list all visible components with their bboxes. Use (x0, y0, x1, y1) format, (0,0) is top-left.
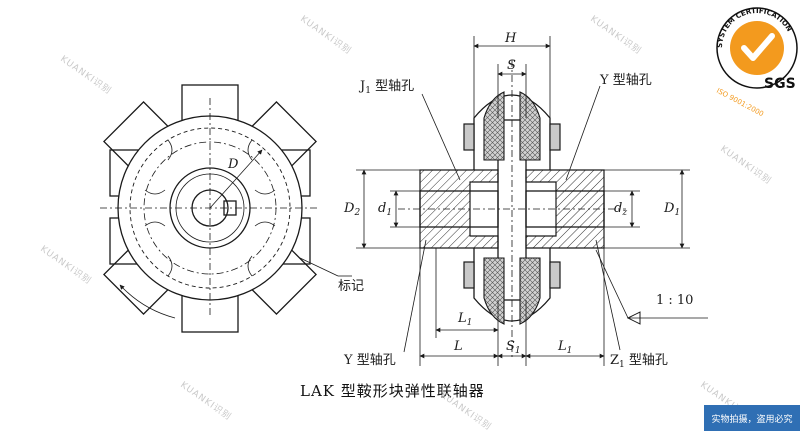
lower-saddle-right (519, 257, 541, 325)
upper-saddle-right (519, 91, 541, 161)
section-view: H S D2 d1 dz D1 L1 (343, 31, 708, 370)
d2-left-label: D2 (343, 201, 360, 218)
seal-core (730, 21, 784, 75)
figure-caption: LAK 型鞍形块弹性联轴器 (300, 382, 485, 400)
bolt-tl (463, 123, 475, 151)
l1-bottom-label: L1 (557, 339, 572, 356)
d-dim-label: D (227, 157, 239, 172)
y-hole-top-label: Y 型轴孔 (599, 73, 652, 88)
upper-saddle-left (483, 91, 505, 161)
d1-right-label: D1 (663, 201, 680, 218)
seal-iso-text: ISO 9001:2000 (715, 87, 765, 119)
end-view: D 标记 (100, 84, 364, 333)
mark-label: 标记 (338, 279, 364, 294)
h-dim-label: H (504, 31, 517, 46)
watermark: KUANKI识别 (588, 13, 643, 56)
check-icon (741, 33, 775, 61)
watermark: KUANKI识别 (718, 143, 773, 186)
s1-bottom-label: S1 (506, 339, 521, 356)
copyright-notice: 实物拍摄，盗用必究 (704, 405, 800, 431)
watermark: KUANKI识别 (178, 379, 233, 422)
z1-hole-label: Z1 型轴孔 (610, 353, 668, 370)
bolt-bl (463, 261, 475, 289)
seal-brand: SGS (764, 76, 796, 92)
watermark: KUANKI识别 (58, 53, 113, 96)
j1-hole-label: J1 型轴孔 (358, 79, 414, 96)
certification-seal: SYSTEM CERTIFICATION ISO 9001:2000 SGS (715, 7, 798, 119)
l-bottom-label: L (453, 339, 463, 354)
bolt-tr (549, 123, 561, 151)
d1-left-label: d1 (378, 201, 392, 218)
watermark: KUANKI识别 (38, 243, 93, 286)
y-hole-bottom-label: Y 型轴孔 (343, 353, 396, 368)
l1-top-label: L1 (457, 311, 472, 328)
dz-right-label: dz (614, 201, 627, 218)
s-dim-label: S (507, 58, 516, 73)
bolt-br (549, 261, 561, 289)
taper-label: 1 : 10 (656, 293, 693, 308)
watermark: KUANKI识别 (298, 13, 353, 56)
lower-saddle-left (483, 257, 505, 325)
